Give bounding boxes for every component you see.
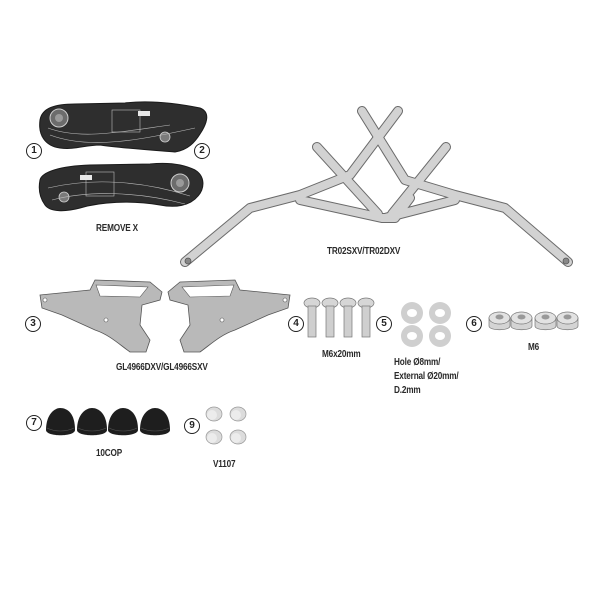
caps bbox=[46, 408, 170, 436]
label-plates: GL4966DXV/GL4966SXV bbox=[116, 362, 208, 373]
part-number-1: 1 bbox=[26, 143, 42, 159]
side-cover-lower bbox=[38, 162, 204, 212]
part-number-9: 9 bbox=[184, 418, 200, 434]
part-number-5: 5 bbox=[376, 316, 392, 332]
part-number-6: 6 bbox=[466, 316, 482, 332]
bolt-icon bbox=[357, 297, 375, 338]
bolt-icon bbox=[321, 297, 339, 338]
bolts bbox=[303, 297, 375, 338]
label-caps: 10COP bbox=[96, 448, 123, 459]
part-number-4: 4 bbox=[288, 316, 304, 332]
label-washers-line3: D.2mm bbox=[394, 385, 421, 396]
label-bolts: M6x20mm bbox=[322, 349, 361, 360]
nuts bbox=[488, 311, 579, 331]
part-number-2: 2 bbox=[194, 143, 210, 159]
tube-frame bbox=[180, 106, 573, 267]
spacers bbox=[205, 406, 247, 445]
label-spacers: V1107 bbox=[213, 459, 236, 470]
label-washers-line1: Hole Ø8mm/ bbox=[394, 357, 441, 368]
side-cover-upper bbox=[39, 101, 208, 153]
mounting-plate-left bbox=[39, 279, 163, 353]
part-number-7: 7 bbox=[26, 415, 42, 431]
mounting-plate-right bbox=[167, 279, 291, 353]
label-nuts: M6 bbox=[528, 342, 540, 353]
bolt-icon bbox=[339, 297, 357, 338]
bolt-icon bbox=[303, 297, 321, 338]
part-number-3: 3 bbox=[25, 316, 41, 332]
washers bbox=[401, 302, 451, 347]
label-washers-line2: External Ø20mm/ bbox=[394, 371, 459, 382]
label-tube-frame: TR02SXV/TR02DXV bbox=[327, 246, 401, 257]
label-remove-x: REMOVE X bbox=[96, 223, 138, 234]
